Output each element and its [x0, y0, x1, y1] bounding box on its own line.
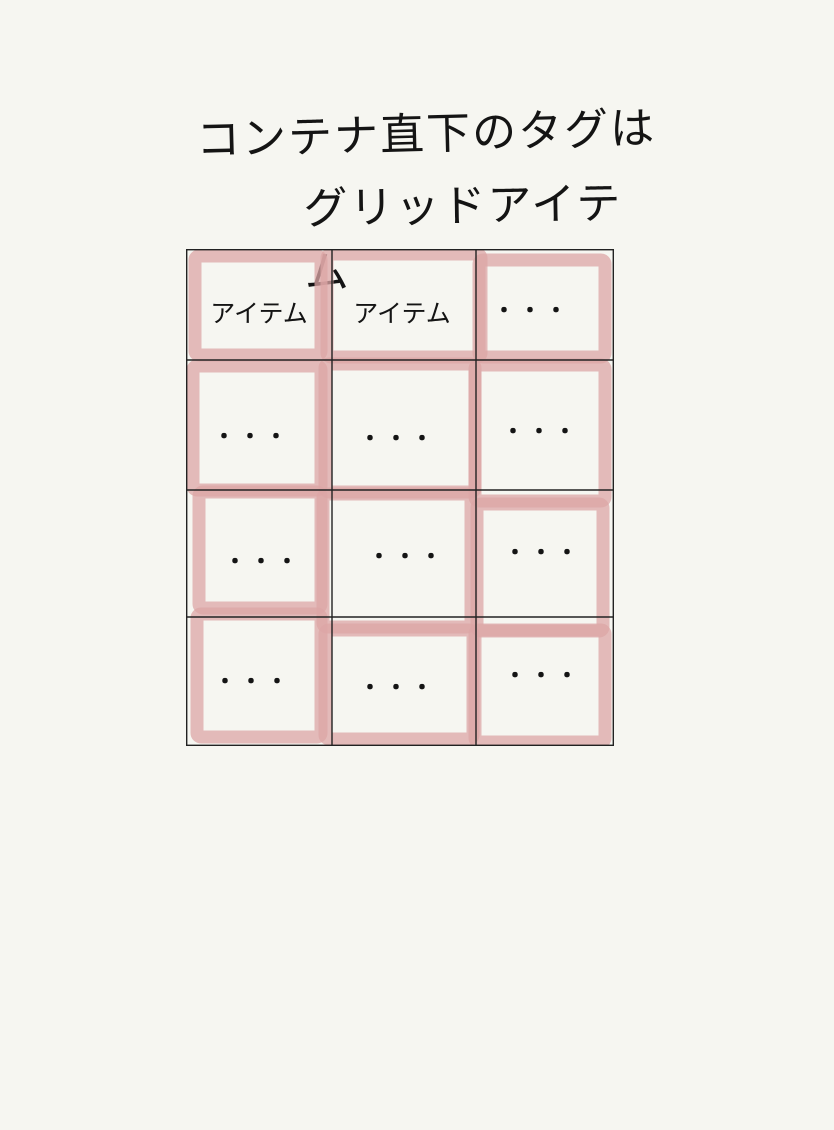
grid-lines: [186, 249, 614, 746]
grid-container: アイテム アイテム ・・・ ・・・ ・・・ ・・・ ・・・ ・・・ ・・・ ・・…: [186, 249, 614, 746]
item-highlight: [470, 497, 610, 638]
grid-item-ellipsis: ・・・: [492, 299, 572, 324]
grid-item-ellipsis: ・・・: [503, 664, 583, 689]
grid-item-ellipsis: ・・・: [223, 550, 303, 575]
grid-item-label: アイテム: [353, 299, 451, 328]
grid-item-ellipsis: ・・・: [501, 420, 581, 445]
grid-item-ellipsis: ・・・: [358, 427, 438, 452]
item-highlight: [468, 623, 612, 746]
item-highlight: [472, 253, 612, 364]
diagram-title-line-1: コンテナ直下のタグは: [195, 102, 657, 167]
grid-item-label: アイテム: [210, 299, 308, 328]
grid-item-ellipsis: ・・・: [358, 676, 438, 701]
grid-item-ellipsis: ・・・: [367, 545, 447, 570]
grid-outline: [186, 249, 614, 746]
grid-item-ellipsis: ・・・: [212, 425, 292, 450]
grid-item-ellipsis: ・・・: [213, 670, 293, 695]
grid-item-ellipsis: ・・・: [503, 541, 583, 566]
